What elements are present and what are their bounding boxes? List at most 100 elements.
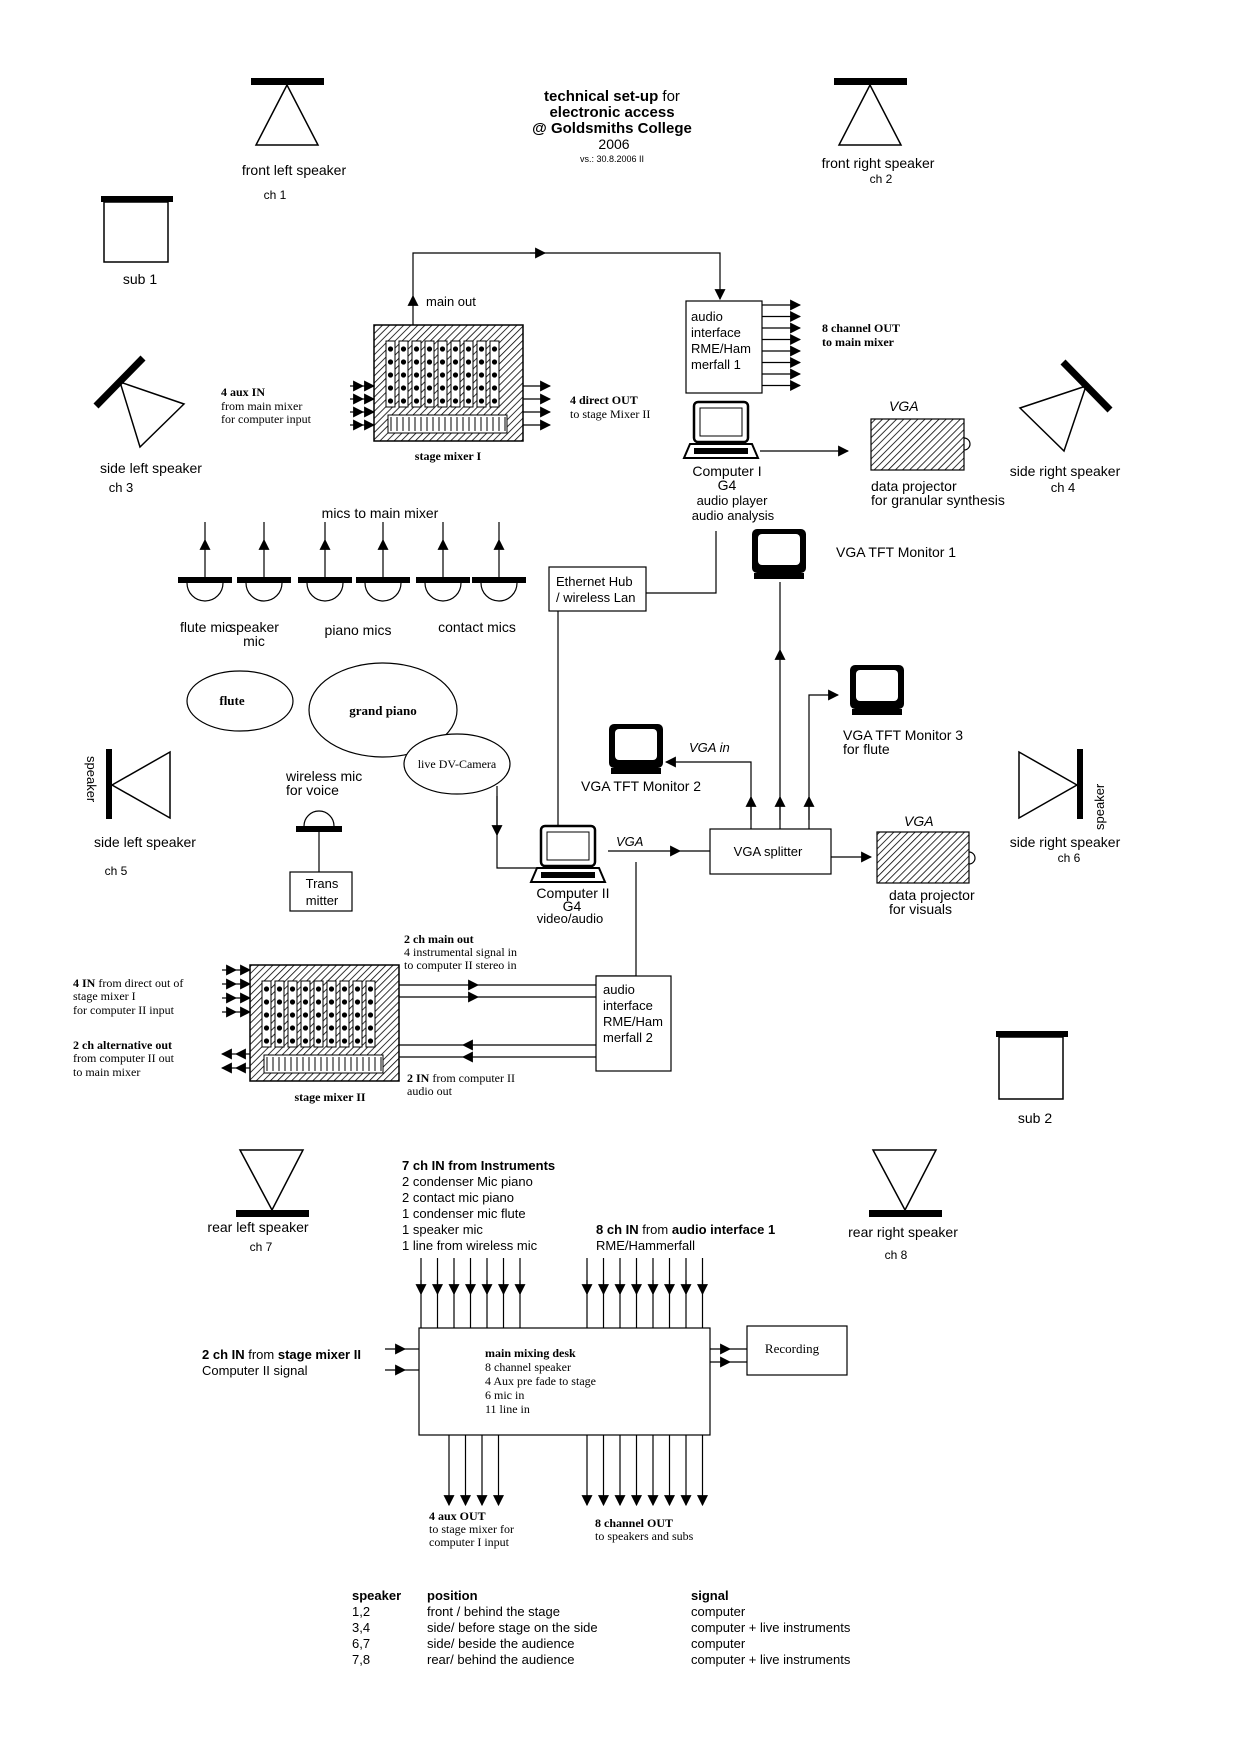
mixer-knob <box>413 346 420 352</box>
computer-1-label: Computer I G4 audio player audio analysi… <box>692 463 775 523</box>
mic-labels: flute mic speaker mic piano mics contact… <box>180 619 516 649</box>
mixer-knob <box>276 986 283 992</box>
ai2-line3: RME/Ham <box>603 1014 663 1029</box>
direct-out-title: 4 direct OUT <box>570 393 638 407</box>
mixer-knob <box>354 999 361 1005</box>
mixer-knob <box>439 359 446 365</box>
mixer-knob <box>491 359 498 365</box>
legend-header-speaker: speaker <box>352 1588 401 1603</box>
piano-mics-label: piano mics <box>325 622 392 638</box>
mixer-knob <box>302 1038 309 1044</box>
front-left-label: front left speaker <box>242 162 347 178</box>
mixer-knob <box>315 999 322 1005</box>
mixer-knob <box>289 1012 296 1018</box>
mixer-knob <box>465 398 472 404</box>
stage-in-line1: Computer II signal <box>202 1363 308 1378</box>
mixer2-to-interface-2 <box>399 979 596 1063</box>
legend-row3-speaker: 6,7 <box>352 1636 370 1651</box>
main-out-label: main out <box>426 294 476 309</box>
sub2-label: sub 2 <box>1018 1110 1052 1126</box>
mixer-knob <box>387 398 394 404</box>
mixer-knob <box>341 1038 348 1044</box>
ch5-label: ch 5 <box>105 864 128 878</box>
direct-out-line1: to stage Mixer II <box>570 407 650 421</box>
mixer-knob <box>263 986 270 992</box>
mixer-knob <box>354 1038 361 1044</box>
ai2-line4: merfall 2 <box>603 1030 653 1045</box>
monitor-base <box>754 573 804 579</box>
stage-in-arrows <box>385 1343 419 1376</box>
monitor-screen <box>615 729 657 760</box>
mixer-knob <box>439 398 446 404</box>
instruments-in-label: 7 ch IN from Instruments 2 condenser Mic… <box>402 1158 555 1253</box>
stage-in-title-2: from <box>245 1347 278 1362</box>
speaker-mic-label-1: speaker <box>229 619 279 635</box>
mic-head <box>364 582 402 602</box>
mic-bar <box>237 577 291 583</box>
mixer-knob <box>400 359 407 365</box>
aux-out-title: 4 aux OUT <box>429 1509 486 1523</box>
mixer-knob <box>302 1025 309 1031</box>
recording-label: Recording <box>765 1341 820 1356</box>
mixer-knob <box>426 359 433 365</box>
audio-interface-1-text: audio interface RME/Ham merfall 1 <box>691 309 751 372</box>
mixer-knob <box>341 1012 348 1018</box>
ai1-line3: RME/Ham <box>691 341 751 356</box>
mixer2-alt-title: 2 ch alternative out <box>73 1038 172 1052</box>
ch3-label: ch 3 <box>109 480 134 495</box>
projector-2-label: data projector for visuals <box>889 887 975 917</box>
instruments-in-line2: 2 contact mic piano <box>402 1190 514 1205</box>
mixer2-in-arrows <box>222 964 252 1018</box>
projector-2-line2: for visuals <box>889 901 952 917</box>
mixer-knob <box>354 1025 361 1031</box>
title-year: 2006 <box>598 136 629 152</box>
side-left-label-b: side left speaker <box>94 834 196 850</box>
mixer-knob <box>426 385 433 391</box>
stage-in-title-1: 2 ch IN <box>202 1347 245 1362</box>
mixer2-in2-line1: from computer II <box>429 1071 515 1085</box>
monitor-2-icon <box>609 724 663 774</box>
front-right-label: front right speaker <box>822 155 935 171</box>
mixer-knob <box>426 398 433 404</box>
ethernet-hub-label: Ethernet Hub / wireless Lan <box>556 574 635 605</box>
ethernet-hub-line2: / wireless Lan <box>556 590 635 605</box>
instruments-in-line4: 1 speaker mic <box>402 1222 483 1237</box>
mic-head <box>306 582 344 602</box>
vga-splitter-label: VGA splitter <box>734 844 803 859</box>
computer-1-icon <box>682 400 760 459</box>
ai1-out-label: 8 channel OUT to main mixer <box>822 321 900 349</box>
mixer2-main-out-line2: to computer II stereo in <box>404 958 517 972</box>
mic-bar <box>356 577 410 583</box>
main-desk-line3: 6 mic in <box>485 1388 524 1402</box>
mixer-knob <box>491 385 498 391</box>
mixer-knob <box>289 1038 296 1044</box>
mixer-knob <box>289 986 296 992</box>
computer-2-line1: Computer II <box>536 885 609 901</box>
aux-in-title: 4 aux IN <box>221 385 265 399</box>
mixer-knob <box>439 385 446 391</box>
legend-row1-position: front / behind the stage <box>427 1604 560 1619</box>
mixer-knob <box>478 372 485 378</box>
splitter-outputs <box>664 582 840 829</box>
stage-mixer-1-label: stage mixer I <box>415 449 482 463</box>
mixer-knob <box>478 385 485 391</box>
svg-text:8 ch IN from audio interface 1: 8 ch IN from audio interface 1 <box>596 1222 775 1237</box>
monitor-2-vga-in: VGA in <box>689 740 730 755</box>
mixer-knob <box>367 999 374 1005</box>
mixer-knob <box>302 1012 309 1018</box>
flute-mic-label: flute mic <box>180 619 232 635</box>
mixer-knob <box>491 372 498 378</box>
mixer2-in2-line2: audio out <box>407 1084 453 1098</box>
stage-mixer-2 <box>249 964 400 1082</box>
main-desk-line1: 8 channel speaker <box>485 1360 571 1374</box>
mixer-knob <box>315 1025 322 1031</box>
main-mixing-desk-box <box>418 1327 711 1436</box>
mixer-knob <box>315 1038 322 1044</box>
side-right-rotated-label: speaker <box>1092 783 1107 830</box>
legend-row4-signal: computer + live instruments <box>691 1652 851 1667</box>
computer-1-line1: Computer I <box>692 463 761 479</box>
ai1-line2: interface <box>691 325 741 340</box>
rear-left-speaker <box>236 1149 309 1217</box>
sub2-speaker <box>996 1031 1068 1100</box>
